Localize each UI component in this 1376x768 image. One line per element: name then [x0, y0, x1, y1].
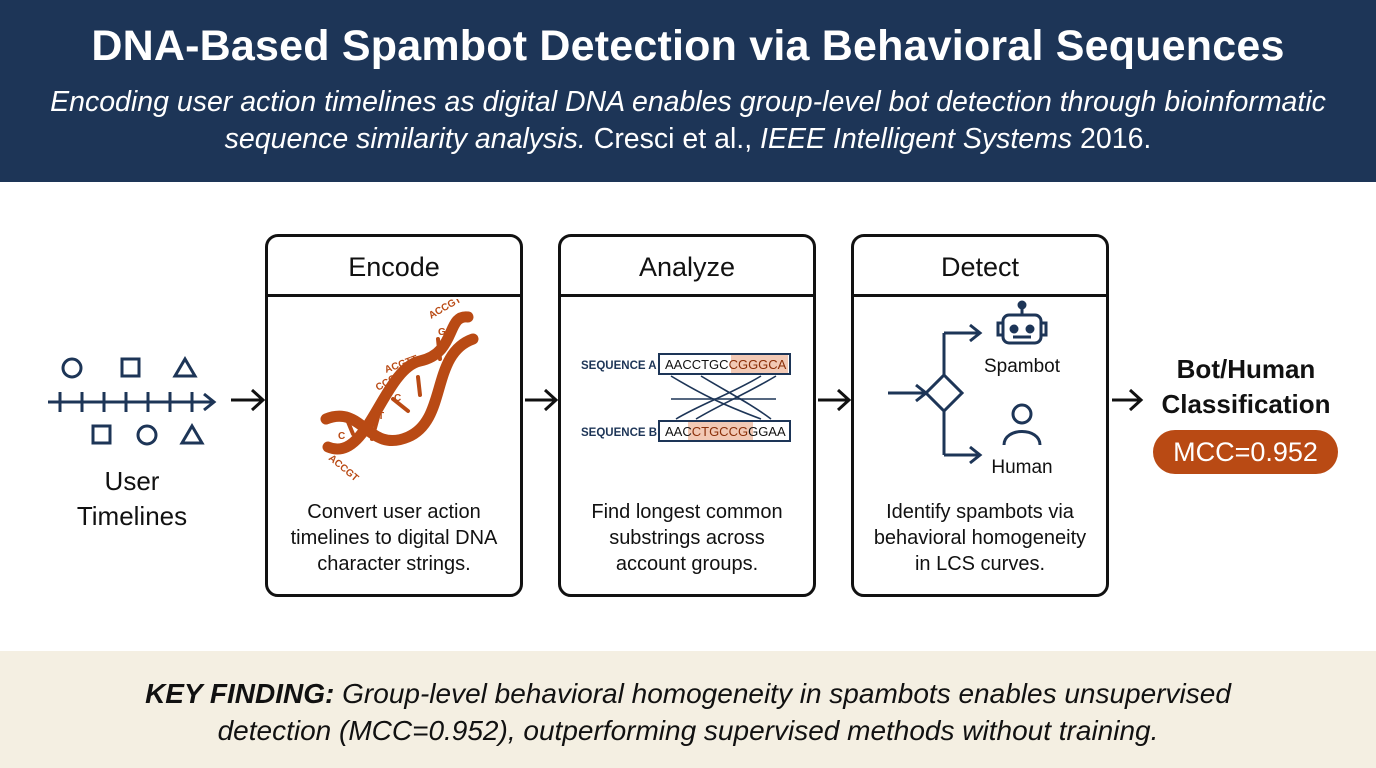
page-title: DNA-Based Spambot Detection via Behavior… — [91, 22, 1285, 70]
human-label: Human — [991, 457, 1052, 478]
encode-card: Encode ACCGT G ACGTT CCCGT C T C ACCGT C… — [265, 234, 523, 597]
person-icon — [1002, 403, 1042, 446]
robot-icon — [996, 300, 1048, 345]
input-label: User Timelines — [76, 466, 188, 531]
subtitle-citation: Cresci et al., — [585, 123, 761, 155]
sequence-b-text: AACCTGCCGGGAA — [665, 424, 786, 439]
output-label: Bot/Human Classification — [1161, 354, 1331, 419]
dna-helix-icon: ACCGT G ACGTT CCCGT C T C ACCGT — [320, 299, 479, 484]
header-banner: DNA-Based Spambot Detection via Behavior… — [0, 0, 1376, 182]
mcc-badge: MCC=0.952 — [1153, 430, 1338, 474]
analyze-description: Find longest common substrings across ac… — [591, 501, 783, 575]
sequence-alignment-icon: SEQUENCE A SEQUENCE B AACCTGCCGGGCA AACC… — [581, 353, 791, 442]
detect-description: Identify spambots via behavioral homogen… — [873, 501, 1087, 575]
sequence-a-text: AACCTGCCGGGCA — [665, 357, 787, 372]
encode-description: Convert user action timelines to digital… — [290, 501, 498, 575]
subtitle-venue: IEEE Intelligent Systems — [760, 123, 1073, 155]
analyze-title: Analyze — [561, 237, 813, 297]
sequence-b-box — [658, 420, 791, 442]
detect-card: Detect Spambot Human Identify — [851, 234, 1109, 597]
page-subtitle: Encoding user action timelines as digita… — [40, 84, 1336, 158]
analyze-card: Analyze SEQUENCE A SEQUENCE B AACCTGCCGG… — [558, 234, 816, 597]
dna-base-label: C — [338, 431, 345, 442]
decision-flow-icon: Spambot Human — [888, 300, 1061, 478]
dna-base-label: G — [438, 327, 446, 338]
key-finding-lead: KEY FINDING: — [145, 678, 335, 709]
sequence-a-label: SEQUENCE A — [581, 360, 657, 372]
circle-action-icon — [61, 357, 83, 379]
key-finding-text: KEY FINDING: Group-level behavioral homo… — [145, 678, 1231, 746]
sequence-a-box — [658, 353, 791, 375]
flow-arrows — [231, 388, 1144, 412]
triangle-action-icon — [172, 356, 198, 378]
dna-base-label: ACCGT — [326, 453, 360, 484]
detect-title: Detect — [854, 237, 1106, 297]
subtitle-year: 2016. — [1072, 123, 1152, 155]
dna-base-label: C — [394, 393, 401, 404]
spambot-label: Spambot — [984, 356, 1061, 377]
subtitle-description: Encoding user action timelines as digita… — [50, 86, 1326, 155]
decision-diamond-icon — [923, 372, 965, 414]
sequence-b-label: SEQUENCE B — [581, 427, 657, 439]
key-finding-footer: KEY FINDING: Group-level behavioral homo… — [0, 651, 1376, 768]
encode-title: Encode — [268, 237, 520, 297]
timeline-icon — [48, 356, 217, 446]
dna-base-label: T — [378, 411, 384, 422]
square-action-icon — [120, 357, 141, 378]
